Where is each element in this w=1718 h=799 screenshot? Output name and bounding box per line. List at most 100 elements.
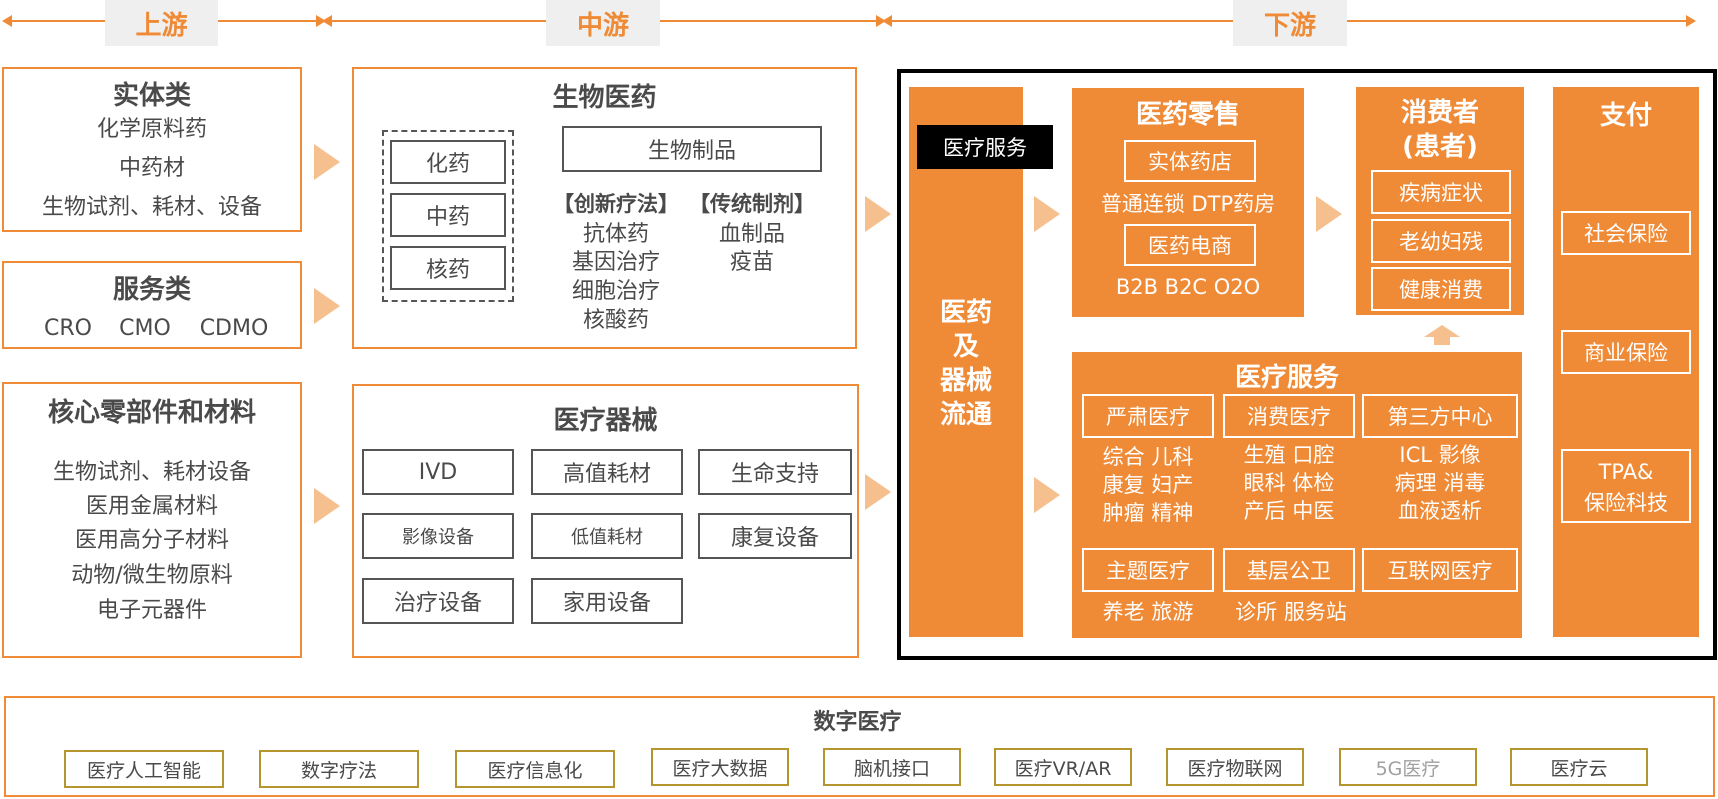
distribution-line: 及 xyxy=(952,331,979,362)
devices-title: 医疗器械 xyxy=(553,405,658,436)
distribution-line: 流通 xyxy=(939,399,992,430)
medical-grassroots-desc: 诊所 服务站 xyxy=(1235,600,1347,624)
digital-item: 医疗VR/AR xyxy=(994,748,1132,786)
header-line-1 xyxy=(10,20,105,22)
device-item: 低值耗材 xyxy=(531,513,683,559)
innovative-item: 基因治疗 xyxy=(571,250,660,275)
flow-arrow-icon xyxy=(314,288,340,324)
header-line-4 xyxy=(660,20,878,22)
device-item: 家用设备 xyxy=(531,578,683,624)
digital-item: 脑机接口 xyxy=(823,748,961,786)
medical-serious-line: 综合 儿科 xyxy=(1102,445,1194,469)
upstream-service-item: CRO xyxy=(44,315,92,341)
traditional-item: 疫苗 xyxy=(729,250,774,275)
medical-service-title: 医疗服务 xyxy=(1234,362,1339,393)
payment-title: 支付 xyxy=(1599,100,1652,131)
flow-arrow-icon xyxy=(865,474,891,510)
digital-item: 医疗物联网 xyxy=(1166,748,1304,786)
flow-arrow-icon xyxy=(314,488,340,524)
consumer-subtitle: (患者) xyxy=(1402,131,1478,162)
medical-consumer-line: 眼科 体检 xyxy=(1243,471,1335,495)
arrow-right-icon xyxy=(1686,15,1696,27)
arrow-left-icon xyxy=(2,15,12,27)
consumer-item: 健康消费 xyxy=(1371,267,1511,311)
traditional-label: 【传统制剂】 xyxy=(689,192,815,216)
digital-box: 数字医疗 医疗人工智能 数字疗法 医疗信息化 医疗大数据 脑机接口 医疗VR/A… xyxy=(4,696,1715,797)
retail-ecommerce-desc: B2B B2C O2O xyxy=(1115,275,1261,299)
upstream-core-item: 动物/微生物原料 xyxy=(71,563,233,588)
medical-serious-line: 肿瘤 精神 xyxy=(1102,501,1194,525)
innovative-item: 细胞治疗 xyxy=(571,279,660,304)
header-upstream: 上游 xyxy=(105,0,218,46)
retail-store: 实体药店 xyxy=(1124,140,1256,182)
digital-item: 医疗信息化 xyxy=(455,750,615,788)
distribution-line: 医药 xyxy=(939,297,992,328)
consumer-box: 消费者 (患者) 疾病症状 老幼妇残 健康消费 xyxy=(1356,87,1524,315)
device-item: 治疗设备 xyxy=(362,578,514,624)
retail-box: 医药零售 实体药店 普通连锁 DTP药房 医药电商 B2B B2C O2O xyxy=(1072,88,1304,317)
header-downstream: 下游 xyxy=(1233,0,1347,46)
device-item: 康复设备 xyxy=(698,513,852,559)
consumer-item: 老幼妇残 xyxy=(1371,219,1511,263)
digital-item: 医疗大数据 xyxy=(651,748,789,786)
arrow-right-icon xyxy=(876,15,886,27)
device-item: IVD xyxy=(362,449,514,495)
drug-nuclear: 核药 xyxy=(390,246,506,290)
consumer-title: 消费者 xyxy=(1400,97,1479,128)
arrow-left-icon xyxy=(322,15,332,27)
innovative-item: 抗体药 xyxy=(582,222,649,247)
medical-internet-label: 互联网医疗 xyxy=(1362,548,1518,592)
digital-title: 数字医疗 xyxy=(813,710,902,735)
header-line-3 xyxy=(328,20,546,22)
upstream-physical-item: 化学原料药 xyxy=(96,117,207,142)
retail-ecommerce: 医药电商 xyxy=(1124,224,1256,266)
upstream-service-item: CDMO xyxy=(199,315,269,341)
upstream-core-box: 核心零部件和材料 生物试剂、耗材设备 医用金属材料 医用高分子材料 动物/微生物… xyxy=(2,382,302,658)
upstream-service-item: CMO xyxy=(119,315,171,341)
drug-chemical: 化药 xyxy=(390,140,506,184)
digital-item: 数字疗法 xyxy=(259,750,419,788)
medical-consumer-line: 产后 中医 xyxy=(1243,499,1335,523)
payment-tpa: TPA& 保险科技 xyxy=(1561,449,1691,523)
innovative-item: 核酸药 xyxy=(582,308,649,333)
retail-store-desc: 普通连锁 DTP药房 xyxy=(1100,192,1276,216)
downstream-frame xyxy=(897,69,1717,660)
payment-item: 商业保险 xyxy=(1561,330,1691,374)
header-line-6 xyxy=(1347,20,1688,22)
biopharma-box: 生物医药 化药 中药 核药 生物制品 【创新疗法】 【传统制剂】 抗体药 基因治… xyxy=(352,67,857,349)
header-line-2 xyxy=(218,20,318,22)
digital-item: 5G医疗 xyxy=(1339,748,1477,786)
device-item: 高值耗材 xyxy=(531,449,683,495)
consumer-item: 疾病症状 xyxy=(1371,170,1511,214)
medical-consumer-label: 消费医疗 xyxy=(1223,394,1355,438)
upstream-core-item: 电子元器件 xyxy=(96,598,207,623)
medical-grassroots-label: 基层公卫 xyxy=(1223,548,1355,592)
flow-arrow-icon xyxy=(314,144,340,180)
distribution-column xyxy=(909,87,1023,637)
medical-third-line: 血液透析 xyxy=(1398,499,1482,523)
header-line-5 xyxy=(888,20,1233,22)
upstream-core-item: 医用金属材料 xyxy=(85,494,218,519)
arrow-right-icon xyxy=(316,15,326,27)
drug-tcm: 中药 xyxy=(390,193,506,237)
medical-third-line: 病理 消毒 xyxy=(1394,471,1486,495)
up-arrow-icon xyxy=(1424,325,1460,345)
upstream-physical-item: 生物试剂、耗材、设备 xyxy=(41,195,262,220)
flow-arrow-icon xyxy=(1034,477,1060,513)
medical-consumer-line: 生殖 口腔 xyxy=(1243,443,1335,467)
upstream-physical-title: 实体类 xyxy=(112,80,191,111)
flow-arrow-icon xyxy=(1034,196,1060,232)
digital-item: 医疗人工智能 xyxy=(64,750,224,788)
medical-theme-label: 主题医疗 xyxy=(1082,548,1214,592)
payment-box: 支付 社会保险 商业保险 TPA& 保险科技 xyxy=(1553,87,1699,637)
medical-service-tag: 医疗服务 xyxy=(917,125,1053,169)
payment-item: 社会保险 xyxy=(1561,211,1691,255)
medical-third-line: ICL 影像 xyxy=(1399,443,1481,467)
payment-tpa-line2: 保险科技 xyxy=(1584,491,1668,515)
payment-tpa-line1: TPA& xyxy=(1598,460,1654,484)
drug-group-dashed xyxy=(382,130,514,302)
distribution-line: 器械 xyxy=(939,365,992,396)
medical-third-label: 第三方中心 xyxy=(1362,394,1518,438)
innovative-label: 【创新疗法】 xyxy=(553,192,679,216)
device-item: 生命支持 xyxy=(698,449,852,495)
